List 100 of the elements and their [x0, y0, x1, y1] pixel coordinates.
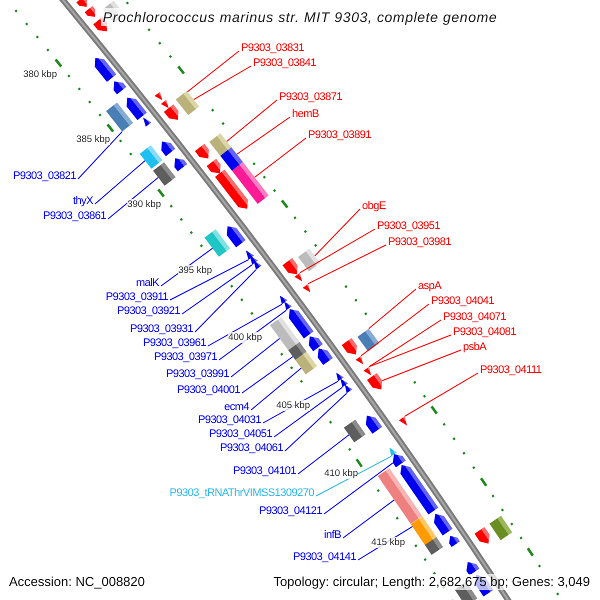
leader-line [368, 320, 442, 368]
gene-label: P9303_04001 [176, 383, 240, 397]
gene-pentagon [226, 226, 246, 248]
gene-triangle [160, 100, 169, 108]
gene-label: P9303_04121 [258, 504, 322, 518]
leader-line [78, 131, 123, 180]
gene-label: P9303_03951 [377, 219, 440, 233]
gene-label: P9303_03971 [154, 350, 217, 364]
leader-line [182, 264, 253, 314]
gene-box [344, 420, 366, 442]
gene-label: P9303_04101 [232, 464, 296, 478]
gene-triangle [390, 448, 397, 456]
gene-label: P9303_04081 [453, 325, 516, 339]
gene-label: P9303_03911 [106, 290, 168, 304]
leader-line [187, 50, 240, 92]
gene-label: P9303_04051 [208, 427, 272, 441]
gene-label: P9303_03821 [12, 169, 76, 183]
leader-line [298, 434, 350, 474]
gene-label: P9303_04141 [292, 550, 356, 564]
genome-summary-note: Topology: circular; Length: 2,682,675 bp; Genes: 3,049 [273, 574, 590, 590]
leader-line [274, 386, 343, 438]
gene-triangle [284, 302, 292, 310]
gene-pentagon [288, 309, 314, 338]
leader-line [236, 116, 290, 155]
leader-line [94, 160, 146, 204]
accession-note: Accession: NC_008820 [9, 574, 145, 590]
leader-line [368, 334, 452, 368]
leader-line [194, 269, 257, 332]
leader-line [208, 304, 282, 346]
leader-line [250, 368, 302, 410]
gene-label: malK [136, 276, 159, 290]
gene-label: P9303_03891 [308, 128, 372, 142]
gene-triangle [154, 92, 162, 100]
gene-triangle [356, 356, 364, 364]
leader-line [360, 304, 430, 356]
gene-label: ecm4 [224, 400, 249, 414]
gene-pentagon [84, 6, 96, 17]
gene-label: P9303_04041 [431, 294, 494, 308]
gene-label: P9303_03921 [116, 304, 180, 318]
scale-label: 400 kbp [228, 332, 262, 342]
gene-label: P9303_04071 [443, 310, 506, 324]
gene-box [204, 229, 230, 257]
gene-label: P9303_04061 [220, 441, 283, 455]
leader-line [324, 462, 394, 514]
gene-triangle [363, 366, 371, 376]
scale-label: 395 kbp [178, 264, 212, 276]
gene-triangle [280, 296, 288, 304]
gene-label: P9303_tRNAThrVIMSS1309270 [170, 486, 314, 500]
leader-line [342, 499, 395, 538]
gene-pentagon [161, 142, 176, 156]
scale-label: 410 kbp [324, 468, 358, 478]
gene-label: thyX [72, 194, 93, 208]
gene-label: P9303_03931 [130, 322, 193, 336]
gene-box [270, 316, 300, 352]
gene-box [424, 537, 444, 555]
gene-pentagon [164, 104, 178, 120]
scale-label: 415 kbp [371, 536, 405, 548]
leader-line [242, 356, 294, 394]
gene-label: psbA [463, 340, 486, 354]
gene-triangle [246, 250, 254, 260]
gene-label: P9303_03861 [42, 209, 106, 223]
gene-pentagon [367, 373, 382, 390]
gene-triangle [253, 260, 262, 270]
gene-box [288, 342, 307, 360]
leader-line [170, 259, 249, 300]
gene-triangle [336, 372, 344, 382]
gene-label: hemB [292, 107, 319, 121]
gene-label: P9303_03991 [166, 367, 229, 381]
gene-box [232, 162, 269, 204]
scale-label: 405 kbp [276, 400, 310, 410]
leader-line [226, 100, 278, 142]
gene-label: P9303_03841 [253, 56, 316, 70]
leader-line [368, 288, 416, 330]
scale-label: 385 kbp [76, 134, 110, 144]
gene-box [378, 468, 422, 524]
gene-triangle [294, 272, 302, 282]
gene-label: P9303_03961 [142, 336, 206, 350]
gene-label: obgE [362, 199, 386, 213]
gene-label: P9303_04031 [198, 413, 261, 427]
gene-box [152, 162, 176, 186]
leader-line [284, 392, 348, 452]
leader-line [316, 456, 392, 496]
gene-pentagon [366, 416, 382, 434]
gene-triangle [250, 255, 258, 265]
leader-line [254, 138, 306, 178]
gene-triangle [143, 117, 152, 127]
gene-label: P9303_03831 [241, 41, 304, 55]
leader-line [300, 228, 376, 274]
gene-triangle [344, 384, 352, 394]
gene-label: infB [324, 528, 341, 542]
gene-label: P9303_04111 [480, 363, 542, 377]
gene-label: P9303_03871 [279, 90, 342, 104]
gene-triangle [302, 284, 310, 292]
gene-box [106, 102, 134, 132]
gene-triangle [340, 378, 348, 388]
gene-box [410, 516, 437, 546]
leader-line [108, 177, 159, 220]
gene-pentagon [449, 536, 460, 547]
gene-triangle [398, 416, 407, 426]
leader-line [314, 208, 360, 256]
